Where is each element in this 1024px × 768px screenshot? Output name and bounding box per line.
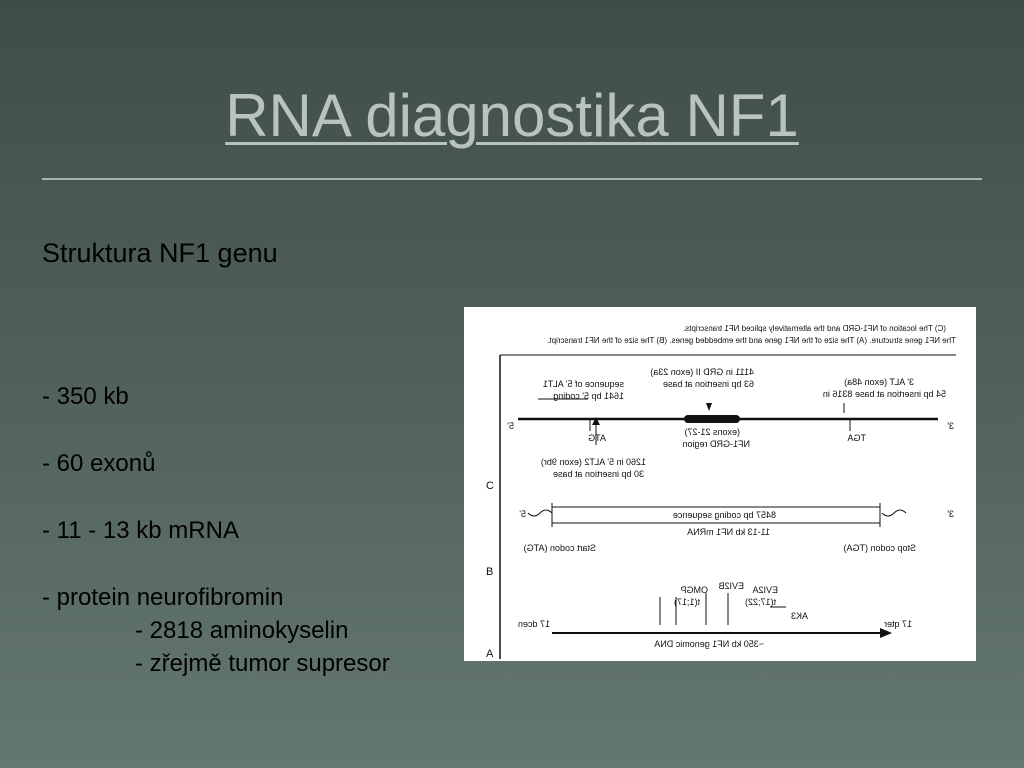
panel-c-grd-region: NF1-GRD region [682,439,750,449]
panel-c-grd-ins-line1: 63 bp insertion at base [663,379,754,389]
gene-structure-figure: C B A The NF1 gene structure. (A) The si… [464,307,976,661]
panel-a-cen: 17 dcen [518,619,550,629]
figure-caption-line2: (C) The location of NF1-GRD and the alte… [683,324,946,333]
bullet-gap [42,480,390,514]
slide-subtitle: Struktura NF1 genu [42,238,278,268]
sub-bullet-item: - 2818 aminokyselin [135,617,349,644]
panel-b-mrna: 11-13 kb NF1 mRNA [687,527,770,537]
panel-a-ak3: AK3 [791,611,808,621]
bullet-item: - 60 exonů [42,450,156,477]
panel-a-genomic: ~350 kb NF1 genomic DNA [654,639,764,649]
slide-title-text: RNA diagnostika NF1 [225,82,799,149]
panel-c-alt2-line2: 1260 in 5' ALT2 (exon 9br) [541,457,646,467]
panel-label-c: C [486,480,494,492]
panel-c-alt1-line1: 1641 bp 5' coding [553,391,624,401]
panel-a-omgp: OMGP [680,585,708,595]
panel-c-alt3-line2: 3' ALT (exon 48a) [844,377,914,387]
panel-b-coding: 8457 bp coding sequence [673,510,776,520]
panel-b-stop-codon: Stop codon (TGA) [843,543,916,553]
bullet-item: - 350 kb [42,383,129,410]
sub-bullet-item: - zřejmě tumor supresor [135,650,390,677]
panel-b-start-codon: Start codon (ATG) [524,543,596,553]
panel-a-t2: t(17;22) [745,597,776,607]
bullet-gap [42,547,390,581]
slide-title: RNA diagnostika NF1 [0,80,1024,152]
title-divider [42,178,982,180]
panel-label-b: B [486,566,493,578]
panel-c-alt2-line1: 30 bp insertion at base [553,469,644,479]
panel-c-alt1-line2: sequence of 5' ALT1 [543,379,624,389]
bullet-gap [42,413,390,447]
panel-b-3prime: 3' [947,509,954,519]
panel-b-5prime: 5' [519,509,526,519]
panel-c-atg: ATG [588,433,606,443]
panel-c-3prime: 3' [947,421,954,431]
bullet-list: - 350 kb - 60 exonů - 11 - 13 kb mRNA - … [42,380,390,680]
bullet-item: - 11 - 13 kb mRNA [42,517,239,544]
figure-caption-line1: The NF1 gene structure. (A) The size of … [547,336,956,345]
bullet-item: - protein neurofibromin [42,584,284,611]
panel-a-evi2a: EVI2A [752,585,778,595]
panel-c-5prime: 5' [507,421,514,431]
panel-a-ter: 17 qter [884,619,912,629]
panel-c-alt3-line1: 54 bp insertion at base 8316 in [823,389,946,399]
gene-structure-diagram: C B A The NF1 gene structure. (A) The si… [486,324,956,660]
panel-label-a: A [486,648,494,660]
panel-a-evi2b: EVI2B [718,581,744,591]
panel-c-tga: TGA [847,433,866,443]
panel-c-grd-exons: (exons 21-27) [684,427,740,437]
panel-a-t1: t(1;17) [674,597,700,607]
panel-c-grd-ins-line2: 4111 in GRD II (exon 23a) [650,367,754,377]
